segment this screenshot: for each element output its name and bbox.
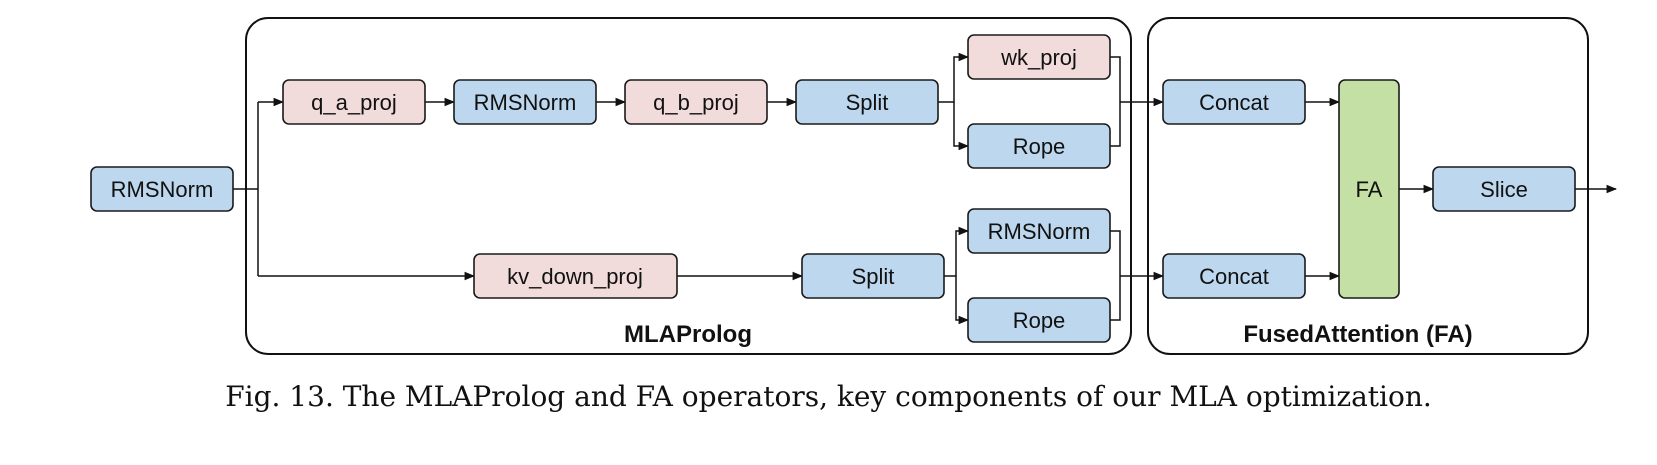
node-q-concat: Concat xyxy=(1162,79,1306,125)
group-mlaprolog-frame xyxy=(245,17,1132,355)
node-kv-down-proj-box xyxy=(473,253,678,299)
node-q-a-proj: q_a_proj xyxy=(282,79,426,125)
node-q-b-proj: q_b_proj xyxy=(624,79,768,125)
node-fa: FA xyxy=(1338,79,1400,299)
node-q-split: Split xyxy=(795,79,939,125)
edge-split-to-kv-rmsnorm xyxy=(944,226,970,277)
node-input-rmsnorm-box xyxy=(90,166,234,212)
node-q-split-label: Split xyxy=(846,90,889,115)
node-kv-down-proj: kv_down_proj xyxy=(473,253,678,299)
node-kv-rmsnorm-label: RMSNorm xyxy=(988,219,1091,244)
node-slice-box xyxy=(1432,166,1576,212)
node-kv-down-proj-label: kv_down_proj xyxy=(507,264,643,289)
node-q-rmsnorm-label: RMSNorm xyxy=(474,90,577,115)
node-q-b-proj-label: q_b_proj xyxy=(653,90,739,115)
edge-kv-merge xyxy=(1110,230,1121,321)
node-kv-rope: Rope xyxy=(967,297,1111,343)
node-kv-rmsnorm: RMSNorm xyxy=(967,208,1111,254)
node-kv-split-label: Split xyxy=(852,264,895,289)
node-kv-split-box xyxy=(801,253,945,299)
edge-split-to-kv-rope xyxy=(955,276,970,325)
node-q-rmsnorm: RMSNorm xyxy=(453,79,597,125)
diagram-canvas: MLAProlog FusedAttention (FA) RMSNorm q_… xyxy=(90,17,1618,355)
group-mlaprolog: MLAProlog xyxy=(245,17,1132,355)
node-input-rmsnorm-label: RMSNorm xyxy=(111,177,214,202)
node-wk-proj-label: wk_proj xyxy=(1000,45,1077,70)
node-input-rmsnorm: RMSNorm xyxy=(90,166,234,212)
node-kv-concat-label: Concat xyxy=(1199,264,1269,289)
node-kv-rmsnorm-box xyxy=(967,208,1111,254)
group-mlaprolog-label: MLAProlog xyxy=(624,321,752,348)
edge-split-to-wk-proj xyxy=(938,52,970,103)
node-slice-label: Slice xyxy=(1480,177,1528,202)
node-q-split-box xyxy=(795,79,939,125)
group-fused-attention-frame xyxy=(1147,17,1589,355)
node-q-rope: Rope xyxy=(967,123,1111,169)
node-wk-proj-box xyxy=(967,34,1111,80)
edges xyxy=(233,52,1618,325)
node-q-concat-box xyxy=(1162,79,1306,125)
node-kv-rope-box xyxy=(967,297,1111,343)
node-fa-label: FA xyxy=(1356,177,1383,202)
node-wk-proj: wk_proj xyxy=(967,34,1111,80)
group-fused-attention-label: FusedAttention (FA) xyxy=(1243,321,1472,348)
node-q-concat-label: Concat xyxy=(1199,90,1269,115)
node-kv-rope-label: Rope xyxy=(1013,308,1066,333)
group-fused-attention: FusedAttention (FA) xyxy=(1147,17,1589,355)
node-slice: Slice xyxy=(1432,166,1576,212)
edge-q-merge xyxy=(1110,56,1121,147)
node-kv-concat-box xyxy=(1162,253,1306,299)
node-kv-concat: Concat xyxy=(1162,253,1306,299)
edge-split-to-q-rope xyxy=(953,102,970,151)
node-q-a-proj-box xyxy=(282,79,426,125)
node-q-rope-label: Rope xyxy=(1013,134,1066,159)
node-q-b-proj-box xyxy=(624,79,768,125)
node-kv-split: Split xyxy=(801,253,945,299)
node-q-rope-box xyxy=(967,123,1111,169)
node-q-a-proj-label: q_a_proj xyxy=(311,90,397,115)
node-fa-box xyxy=(1338,79,1400,299)
node-q-rmsnorm-box xyxy=(453,79,597,125)
figure-caption: Fig. 13. The MLAProlog and FA operators,… xyxy=(225,380,1432,413)
